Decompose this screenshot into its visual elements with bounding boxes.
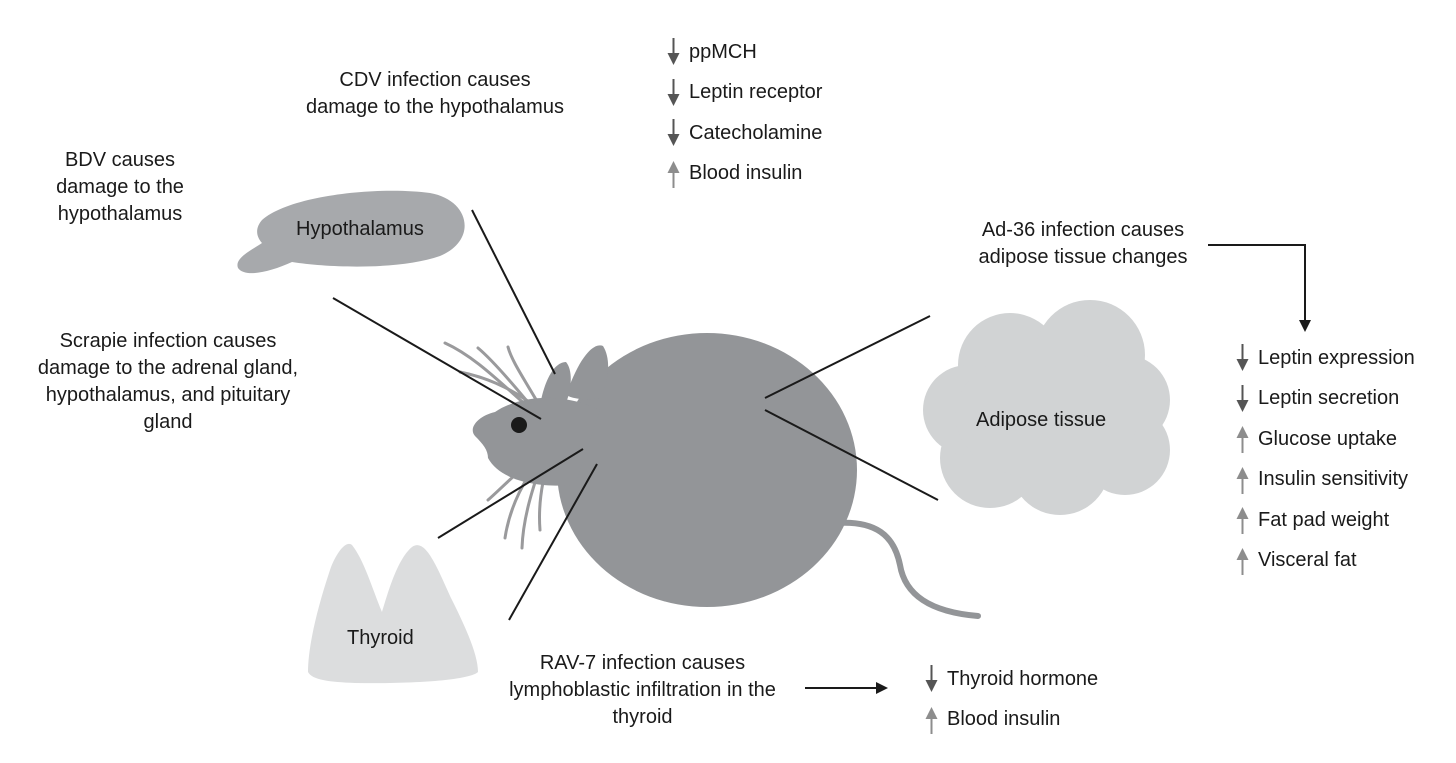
ad36-effect-label: Fat pad weight	[1258, 508, 1390, 531]
cdv-effect-item: Leptin receptor	[667, 73, 822, 114]
ad36-cause-line-2: adipose tissue changes	[978, 246, 1188, 268]
rav7-effect-item: Blood insulin	[925, 700, 1098, 741]
scrapie-cause-line-1: Scrapie infection causes	[59, 330, 277, 352]
cdv-effect-item: Catecholamine	[667, 113, 822, 154]
rav7-cause-line-3: thyroid	[612, 706, 673, 728]
ad36-effect-item: Leptin expression	[1236, 338, 1415, 379]
adipose-tissue-label: Adipose tissue	[976, 409, 1107, 431]
scrapie-cause-line-2: damage to the adrenal gland,	[37, 357, 299, 379]
arrow-up-icon	[1236, 507, 1249, 535]
arrow-up-icon	[925, 706, 938, 734]
cdv-effect-label: Catecholamine	[689, 121, 823, 144]
arrow-up-icon	[1236, 426, 1249, 454]
cdv-effect-label: Blood insulin	[689, 162, 803, 185]
mouse-body	[472, 333, 857, 607]
scrapie-cause-label: Scrapie infection causes damage to the a…	[18, 328, 318, 436]
ad36-effect-label: Leptin secretion	[1258, 387, 1400, 410]
cdv-effect-label: Leptin receptor	[689, 81, 823, 104]
adipose-tissue-shape	[923, 300, 1170, 515]
ad36-effect-label: Visceral fat	[1258, 549, 1357, 572]
cdv-effect-label: ppMCH	[689, 40, 757, 63]
thyroid-label: Thyroid	[347, 627, 414, 649]
hypothalamus-label: Hypothalamus	[296, 218, 424, 240]
cdv-cause-line-2: damage to the hypothalamus	[306, 96, 564, 118]
arrow-down-icon	[667, 78, 680, 106]
rav7-effect-item: Thyroid hormone	[925, 659, 1098, 700]
rav7-effect-label: Thyroid hormone	[947, 667, 1099, 690]
arrow-down-icon	[667, 119, 680, 147]
rav7-cause-line-2: lymphoblastic infiltration in the	[509, 679, 776, 701]
rav7-cause-label: RAV-7 infection causes lymphoblastic inf…	[480, 650, 805, 731]
connector-lines	[332, 209, 939, 621]
ad36-effect-label: Leptin expression	[1258, 346, 1415, 369]
cdv-cause-line-1: CDV infection causes	[339, 69, 531, 91]
ad36-cause-line-1: Ad-36 infection causes	[981, 219, 1185, 241]
rav7-cause-line-1: RAV-7 infection causes	[539, 652, 746, 674]
arrow-up-icon	[1236, 466, 1249, 494]
cdv-effect-item: Blood insulin	[667, 154, 822, 195]
bdv-cause-line-2: damage to the	[56, 176, 184, 198]
flow-arrows	[805, 244, 1311, 694]
cdv-cause-label: CDV infection causes damage to the hypot…	[285, 67, 585, 121]
cdv-effect-item: ppMCH	[667, 32, 822, 73]
scrapie-cause-line-3: hypothalamus, and pituitary	[45, 384, 291, 406]
thyroid-shape	[308, 543, 478, 684]
bdv-cause-line-1: BDV causes	[64, 149, 176, 171]
hypothalamus-shape	[237, 190, 465, 274]
arrow-down-icon	[667, 38, 680, 66]
ad36-cause-label: Ad-36 infection causes adipose tissue ch…	[953, 217, 1213, 271]
bdv-cause-label: BDV causes damage to the hypothalamus	[45, 147, 195, 228]
arrow-down-icon	[1236, 384, 1249, 412]
bdv-cause-line-3: hypothalamus	[57, 203, 183, 225]
arrow-up-icon	[667, 160, 680, 188]
ad36-effect-label: Glucose uptake	[1258, 427, 1397, 450]
arrow-down-icon	[1236, 344, 1249, 372]
ad36-effect-item: Insulin sensitivity	[1236, 460, 1415, 501]
ad36-effect-item: Visceral fat	[1236, 541, 1415, 582]
arrow-down-icon	[925, 665, 938, 693]
scrapie-cause-line-4: gland	[143, 411, 193, 433]
ad36-effect-item: Fat pad weight	[1236, 500, 1415, 541]
ad36-arrow	[1208, 244, 1311, 332]
mouse-tail	[817, 519, 981, 619]
ad36-effect-label: Insulin sensitivity	[1258, 468, 1409, 491]
mouse-eye	[511, 417, 527, 433]
ad36-effect-item: Glucose uptake	[1236, 419, 1415, 460]
ad36-effect-item: Leptin secretion	[1236, 379, 1415, 420]
rav7-effect-label: Blood insulin	[947, 708, 1061, 731]
arrow-up-icon	[1236, 547, 1249, 575]
